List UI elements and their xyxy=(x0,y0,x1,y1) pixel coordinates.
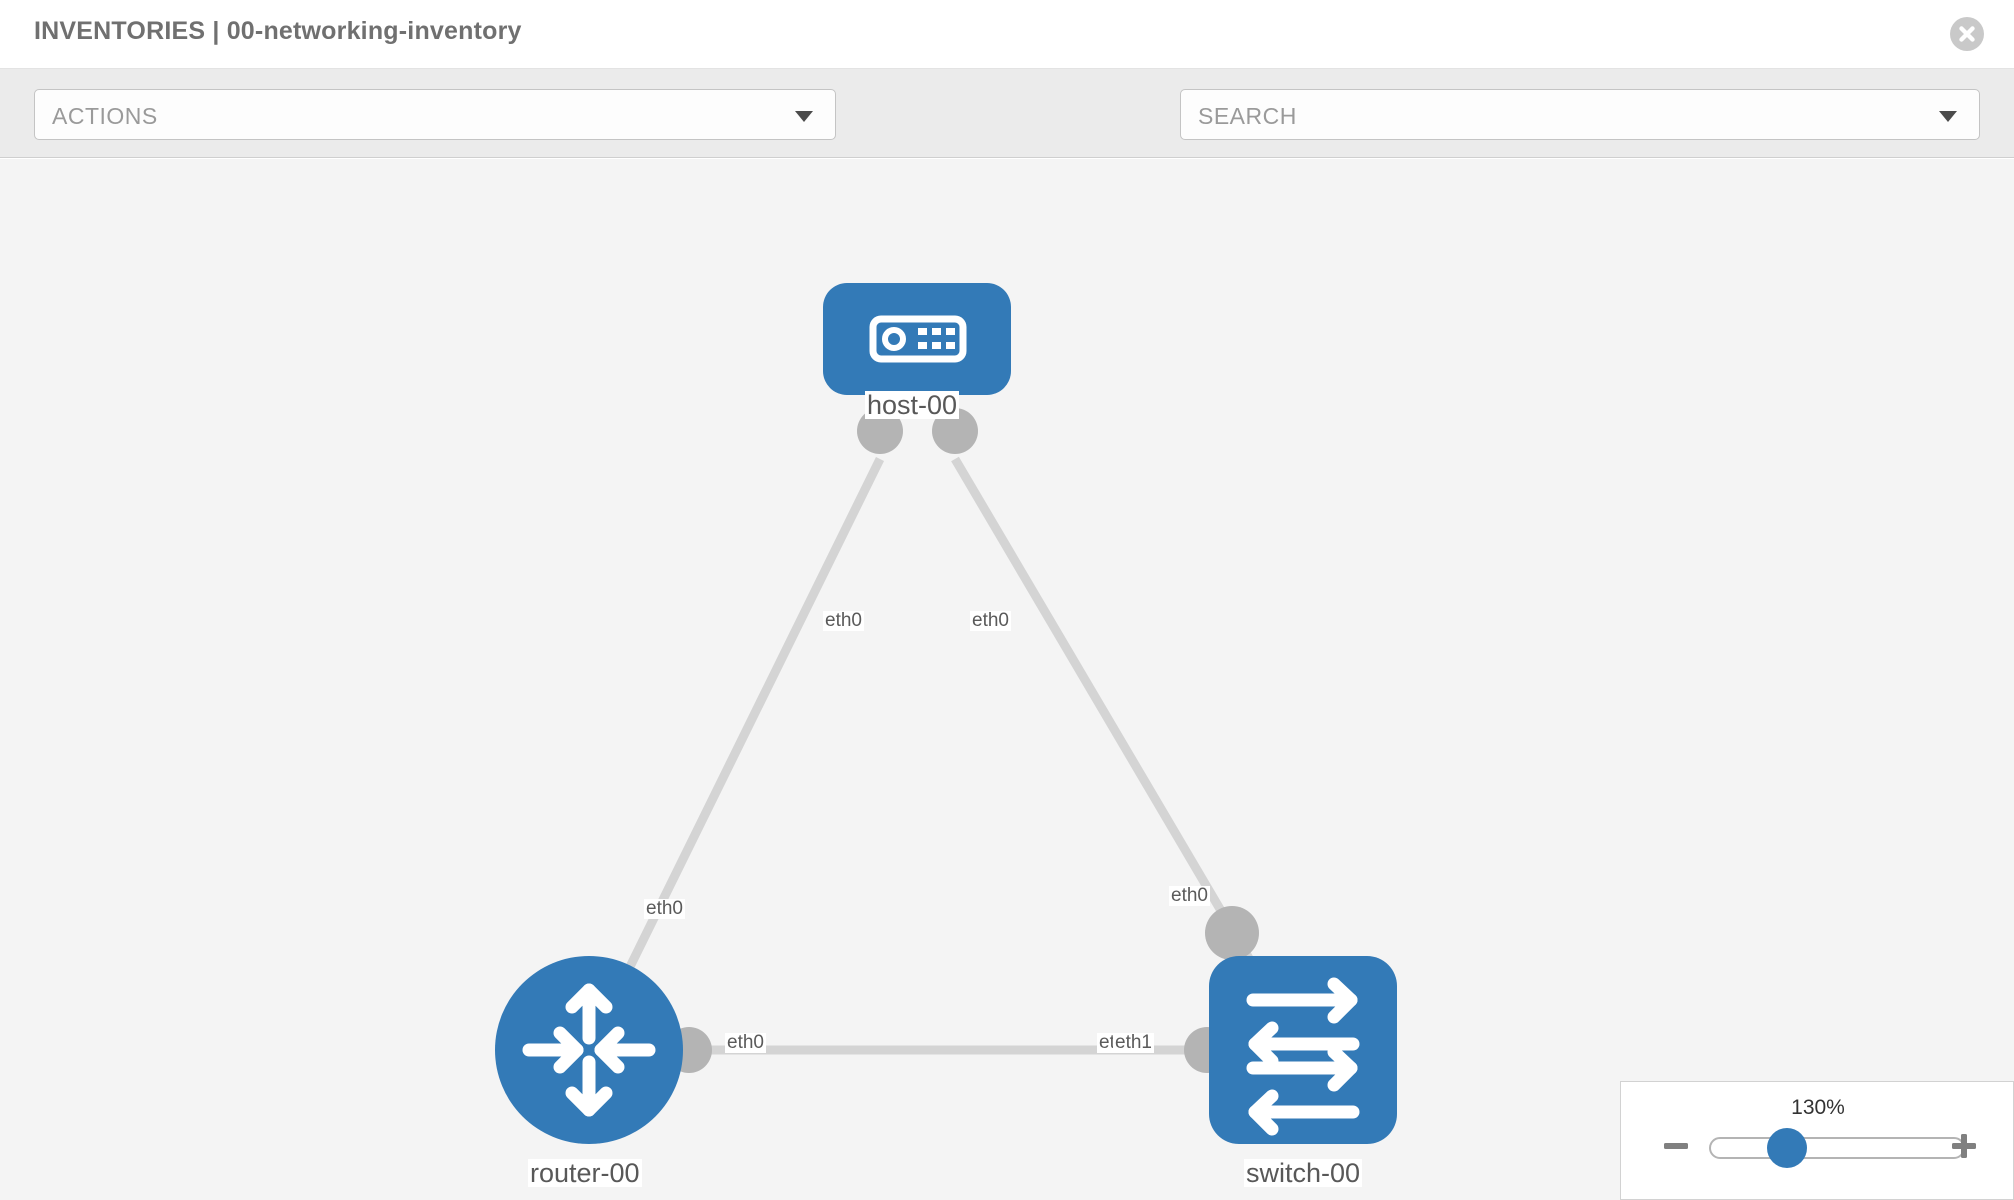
node-router-00[interactable] xyxy=(495,956,683,1144)
plus-icon xyxy=(1952,1134,1976,1158)
minus-icon xyxy=(1664,1143,1688,1149)
interface-label: eth0 xyxy=(970,610,1011,631)
topology-canvas[interactable]: host-00 router-00 switch-00 eth0 eth0 et… xyxy=(0,159,2014,1200)
close-circle-icon xyxy=(1950,17,1984,51)
zoom-out-button[interactable] xyxy=(1661,1131,1691,1161)
router-four-arrows-icon xyxy=(522,983,656,1117)
zoom-slider-track[interactable] xyxy=(1709,1137,1965,1159)
chevron-down-icon xyxy=(795,111,813,122)
interface-label: eth1 xyxy=(1113,1032,1154,1053)
link-host-router xyxy=(584,457,885,1052)
zoom-level-label: 130% xyxy=(1791,1096,1845,1119)
node-host-00[interactable] xyxy=(823,283,1011,395)
search-input[interactable]: SEARCH xyxy=(1180,89,1980,140)
interface-label: eth0 xyxy=(823,610,864,631)
zoom-slider-thumb[interactable] xyxy=(1767,1128,1807,1168)
switch-exchange-arrows-icon xyxy=(1246,977,1360,1136)
node-label-host-00: host-00 xyxy=(865,390,960,420)
chevron-down-icon xyxy=(1939,111,1957,122)
page-header: INVENTORIES | 00-networking-inventory xyxy=(0,0,2014,69)
actions-dropdown-label: ACTIONS xyxy=(52,103,158,129)
toolbar: ACTIONS SEARCH xyxy=(0,69,2014,201)
node-label-router-00: router-00 xyxy=(528,1158,642,1188)
node-label-switch-00: switch-00 xyxy=(1244,1158,1363,1188)
node-switch-00[interactable] xyxy=(1209,956,1397,1144)
actions-dropdown[interactable]: ACTIONS xyxy=(34,89,836,140)
interface-label: eth0 xyxy=(725,1032,766,1053)
interface-dot xyxy=(857,408,903,454)
interface-dot xyxy=(1205,906,1259,960)
interface-label: eth0 xyxy=(644,898,685,919)
link-layer xyxy=(584,456,1307,1055)
interface-dot-layer xyxy=(666,408,1259,1073)
interface-label: eth0 xyxy=(1169,885,1210,906)
search-placeholder: SEARCH xyxy=(1198,103,1297,129)
close-icon[interactable] xyxy=(1950,17,1984,51)
zoom-control: 130% xyxy=(1620,1081,2014,1200)
topology-graph xyxy=(495,283,1397,1144)
server-device-icon xyxy=(869,315,967,363)
page-title: INVENTORIES | 00-networking-inventory xyxy=(34,17,522,45)
interface-dot xyxy=(932,408,978,454)
zoom-in-button[interactable] xyxy=(1949,1131,1979,1161)
